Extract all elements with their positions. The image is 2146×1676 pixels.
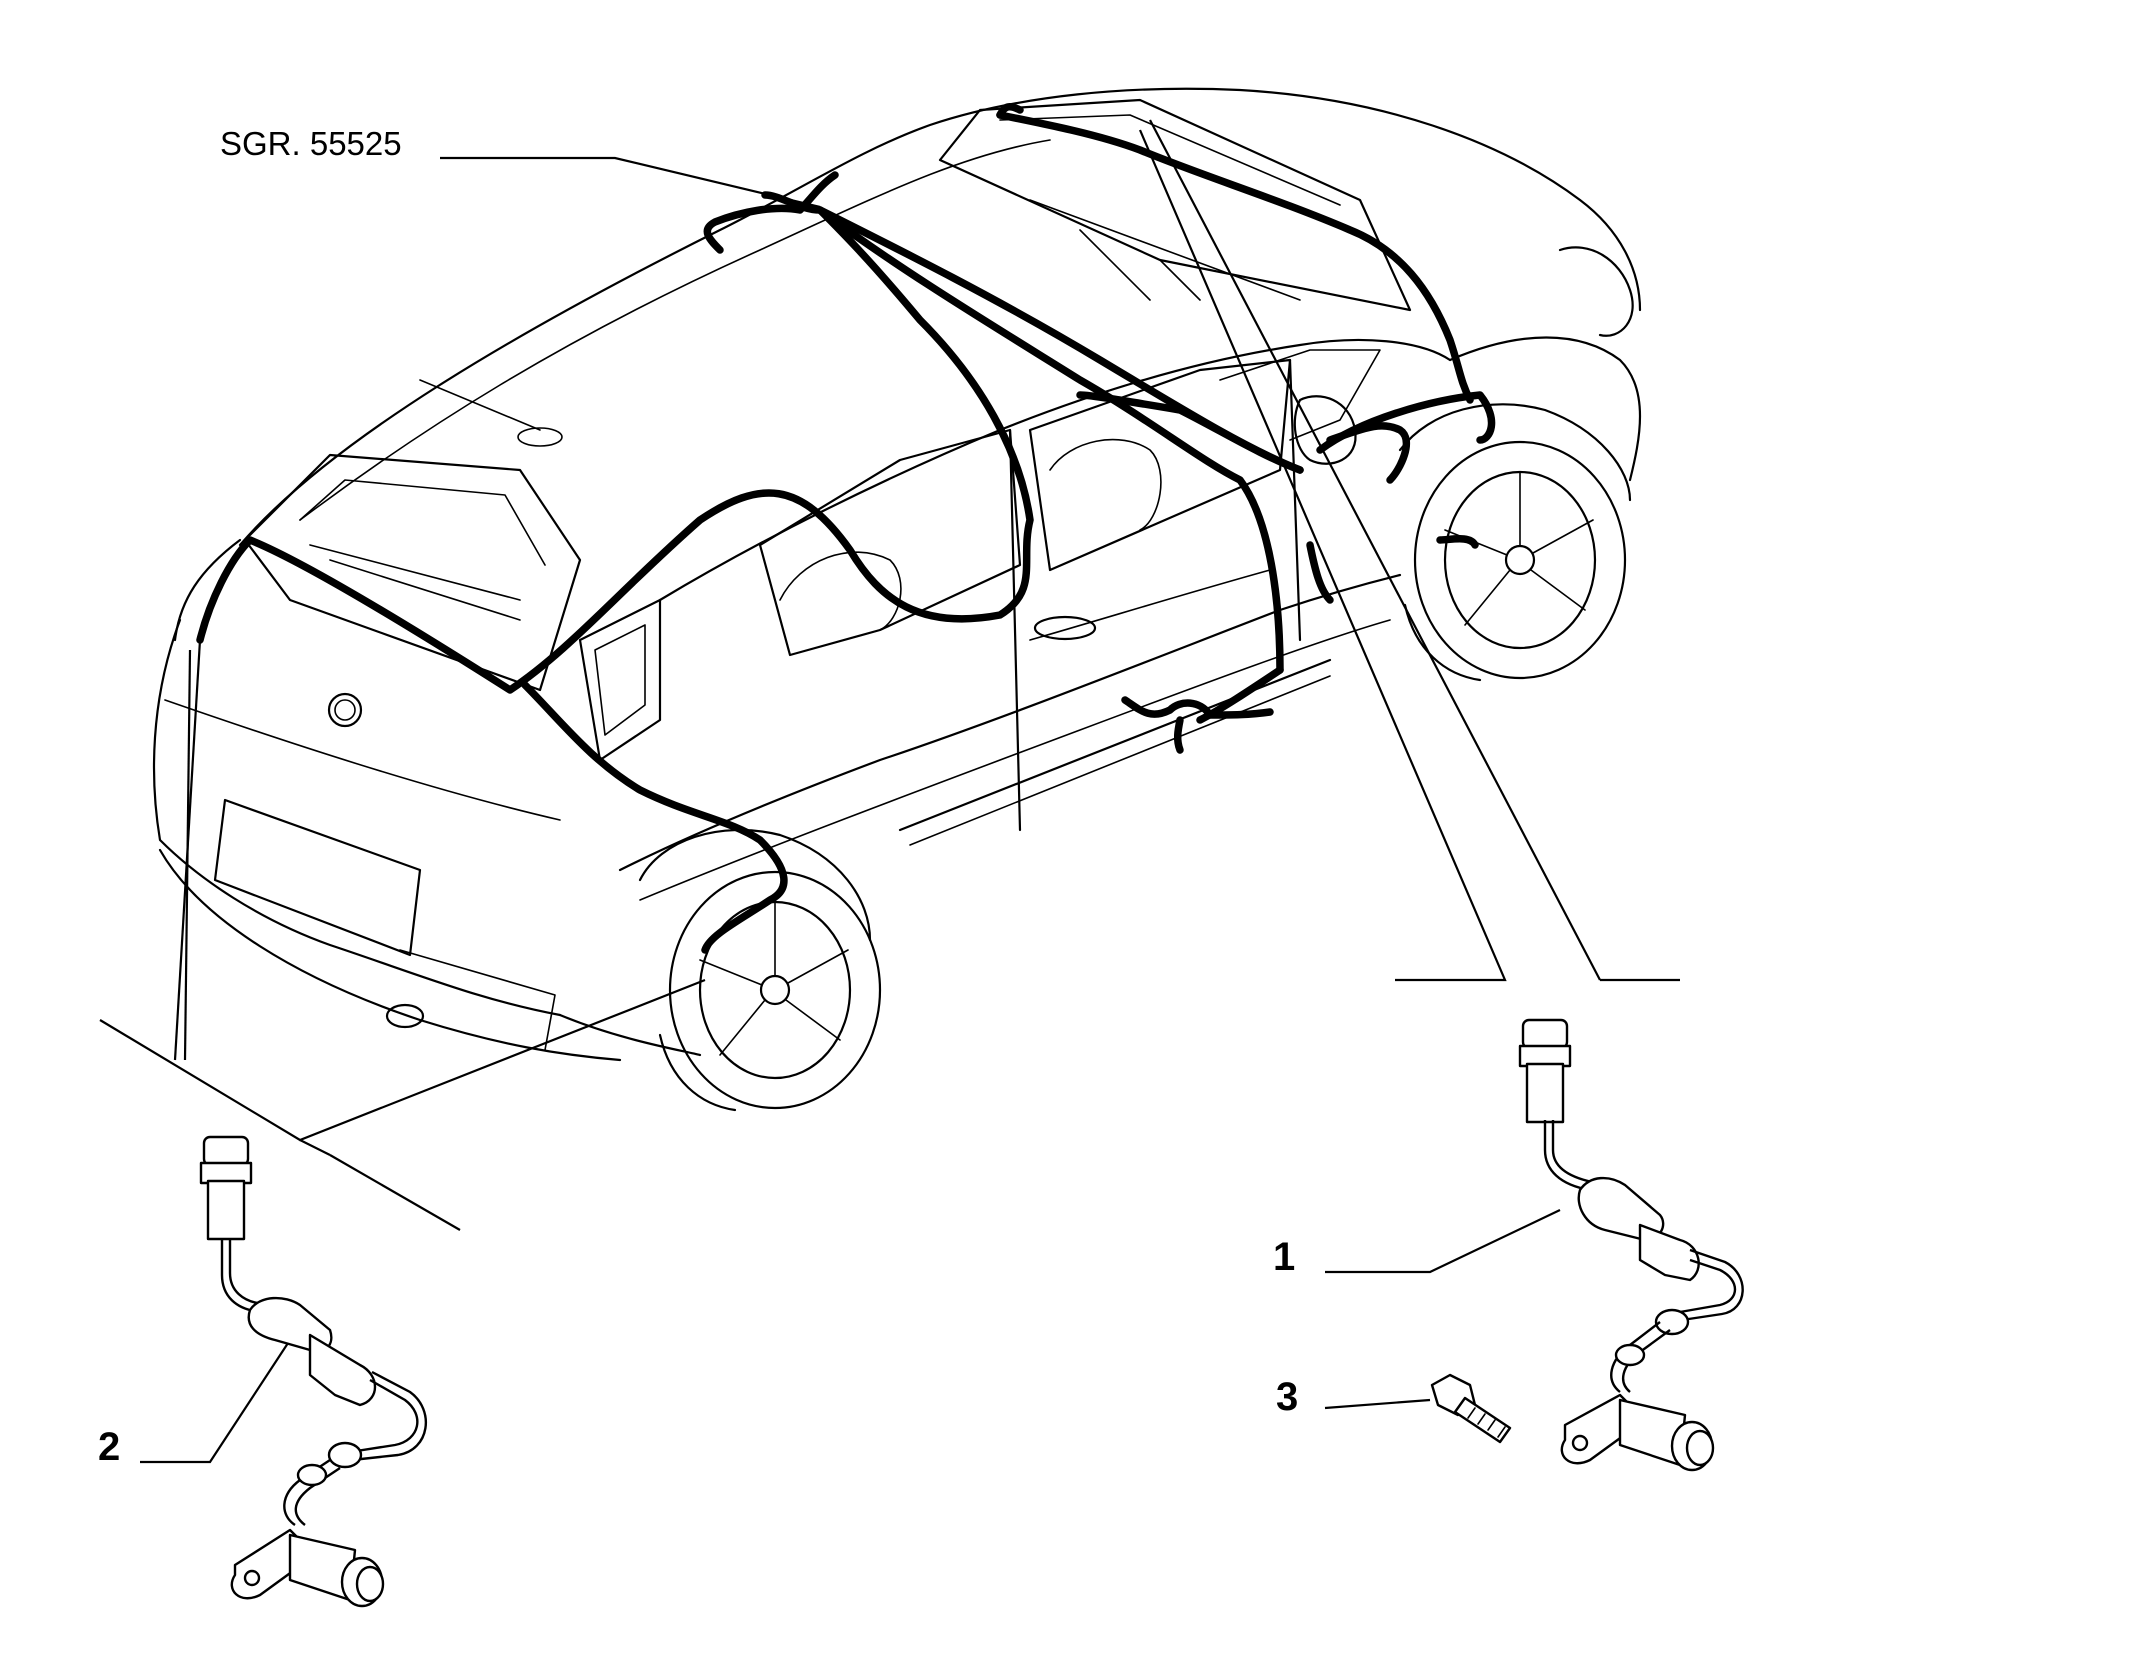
bolt — [1430, 1373, 1512, 1444]
leader-lines — [99, 119, 1680, 1464]
rear-abs-sensor — [199, 1135, 427, 1608]
ref-leader-line — [440, 156, 821, 209]
front-abs-sensor — [1518, 1018, 1744, 1472]
wiring-harness — [196, 103, 1496, 954]
reference-label: SGR. 55525 — [220, 125, 402, 162]
callout-1-label: 1 — [1273, 1235, 1295, 1279]
car-illustration — [152, 87, 1642, 1112]
callout-3-label: 3 — [1276, 1375, 1298, 1419]
callout-2-label: 2 — [98, 1425, 120, 1469]
